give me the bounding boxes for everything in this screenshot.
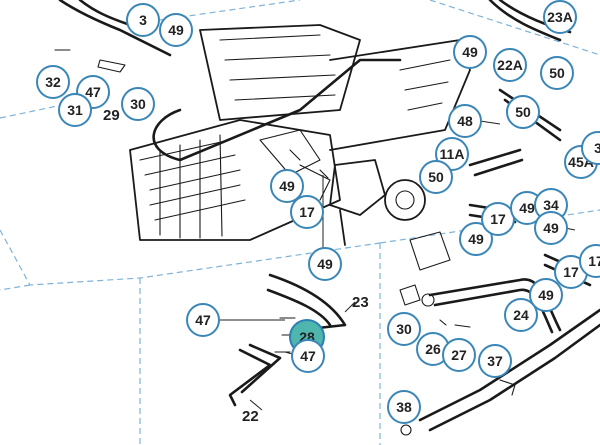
callout-30[interactable]: 30 <box>121 87 155 121</box>
callout-49[interactable]: 49 <box>453 35 487 69</box>
callout-49[interactable]: 49 <box>529 278 563 312</box>
callout-47[interactable]: 47 <box>291 339 325 373</box>
svg-text:49: 49 <box>317 256 333 272</box>
svg-text:26: 26 <box>425 341 441 357</box>
callout-27[interactable]: 27 <box>442 338 476 372</box>
callout-50[interactable]: 50 <box>506 95 540 129</box>
svg-text:30: 30 <box>396 321 412 337</box>
callout-49[interactable]: 49 <box>534 211 568 245</box>
callout-17[interactable]: 17 <box>579 244 600 278</box>
svg-text:48: 48 <box>457 113 473 129</box>
svg-text:49: 49 <box>543 220 559 236</box>
svg-text:17: 17 <box>490 211 506 227</box>
svg-text:32: 32 <box>45 74 61 90</box>
svg-text:34: 34 <box>543 197 559 213</box>
svg-text:49: 49 <box>279 178 295 194</box>
svg-text:22A: 22A <box>497 57 523 73</box>
svg-text:49: 49 <box>168 22 184 38</box>
svg-text:47: 47 <box>85 84 101 100</box>
part-label-22: 22 <box>242 408 259 425</box>
svg-text:11A: 11A <box>440 146 465 162</box>
callout-3[interactable]: 3 <box>581 131 600 165</box>
svg-text:17: 17 <box>299 204 315 220</box>
svg-text:49: 49 <box>462 44 478 60</box>
svg-text:47: 47 <box>300 348 316 364</box>
callout-17[interactable]: 17 <box>481 202 515 236</box>
callout-47[interactable]: 47 <box>186 303 220 337</box>
svg-text:50: 50 <box>515 104 531 120</box>
svg-text:50: 50 <box>549 65 565 81</box>
svg-text:17: 17 <box>588 253 600 269</box>
callout-30[interactable]: 30 <box>387 312 421 346</box>
callout-49[interactable]: 49 <box>270 169 304 203</box>
callout-31[interactable]: 31 <box>58 93 92 127</box>
water-pump <box>329 159 426 246</box>
svg-text:38: 38 <box>396 399 412 415</box>
small-parts <box>54 49 516 436</box>
callout-50[interactable]: 50 <box>540 56 574 90</box>
svg-text:49: 49 <box>468 231 484 247</box>
callout-50[interactable]: 50 <box>419 160 453 194</box>
callout-32[interactable]: 32 <box>36 65 70 99</box>
callout-49[interactable]: 49 <box>459 222 493 256</box>
svg-text:49: 49 <box>519 200 535 216</box>
part-label-29: 29 <box>103 107 120 124</box>
svg-text:49: 49 <box>538 287 554 303</box>
svg-text:3: 3 <box>594 140 600 156</box>
svg-text:37: 37 <box>487 353 503 369</box>
svg-text:50: 50 <box>428 169 444 185</box>
svg-text:31: 31 <box>67 102 83 118</box>
callout-48[interactable]: 48 <box>448 104 482 138</box>
callout-22a[interactable]: 22A <box>493 48 527 82</box>
svg-text:24: 24 <box>513 307 529 323</box>
callout-23a[interactable]: 23A <box>543 0 577 34</box>
callout-3[interactable]: 3 <box>126 3 160 37</box>
callout-17[interactable]: 17 <box>290 195 324 229</box>
callout-24[interactable]: 24 <box>504 298 538 332</box>
svg-text:3: 3 <box>139 12 147 28</box>
callout-49[interactable]: 49 <box>308 247 342 281</box>
svg-text:17: 17 <box>563 264 579 280</box>
callout-37[interactable]: 37 <box>478 344 512 378</box>
svg-text:23A: 23A <box>547 9 573 25</box>
part-label-23: 23 <box>352 294 369 311</box>
callout-38[interactable]: 38 <box>387 390 421 424</box>
callout-49[interactable]: 49 <box>159 13 193 47</box>
svg-text:30: 30 <box>130 96 146 112</box>
svg-text:27: 27 <box>451 347 467 363</box>
svg-text:47: 47 <box>195 312 211 328</box>
callout-26[interactable]: 26 <box>416 332 450 366</box>
